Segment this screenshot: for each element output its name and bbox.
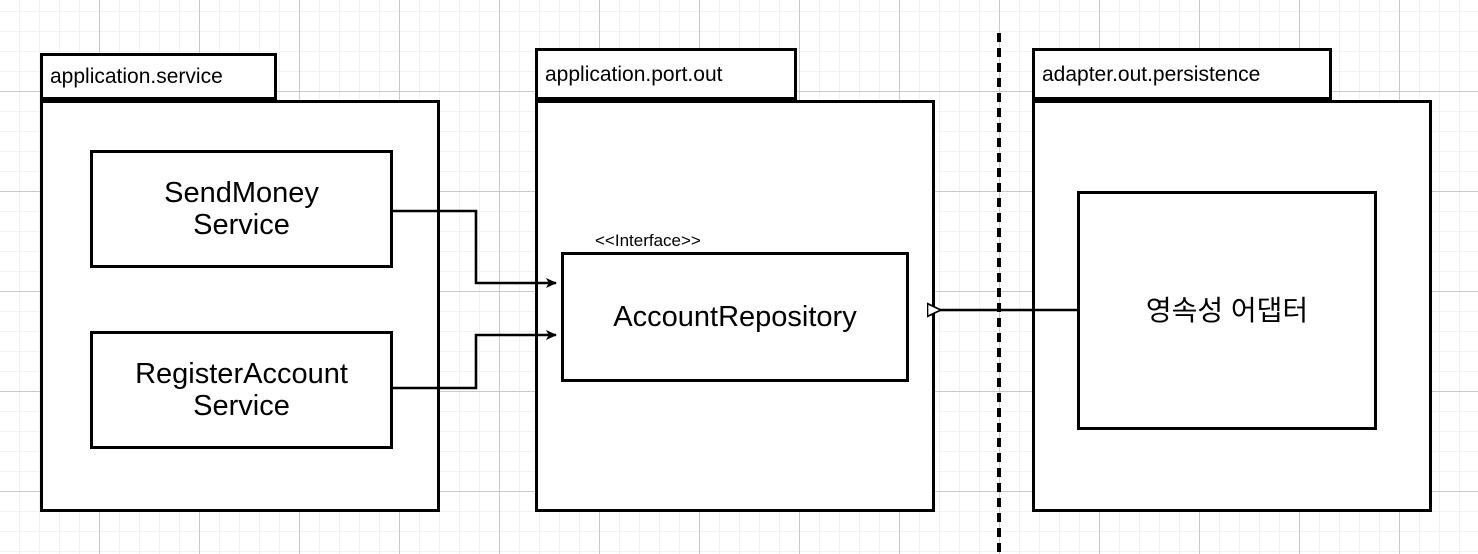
class-box-register-account-service[interactable]: RegisterAccount Service xyxy=(90,331,393,449)
package-tab-adapter-out-persistence[interactable]: adapter.out.persistence xyxy=(1032,48,1332,100)
package-label-application-service: application.service xyxy=(50,65,223,88)
class-box-account-repository[interactable]: AccountRepository xyxy=(561,252,909,382)
class-label-register-account-service: RegisterAccount Service xyxy=(135,357,348,422)
stereotype-label-interface: <<Interface>> xyxy=(593,231,703,250)
class-box-send-money-service[interactable]: SendMoney Service xyxy=(90,150,393,268)
package-tab-application-service[interactable]: application.service xyxy=(40,53,277,100)
package-tab-application-port-out[interactable]: application.port.out xyxy=(535,48,797,100)
class-box-persistence-adapter[interactable]: 영속성 어댑터 xyxy=(1077,191,1377,430)
class-label-persistence-adapter: 영속성 어댑터 xyxy=(1145,294,1309,326)
class-label-send-money-service: SendMoney Service xyxy=(164,176,319,241)
package-label-application-port-out: application.port.out xyxy=(545,62,723,86)
package-label-adapter-out-persistence: adapter.out.persistence xyxy=(1042,62,1261,86)
class-label-account-repository: AccountRepository xyxy=(613,300,857,333)
